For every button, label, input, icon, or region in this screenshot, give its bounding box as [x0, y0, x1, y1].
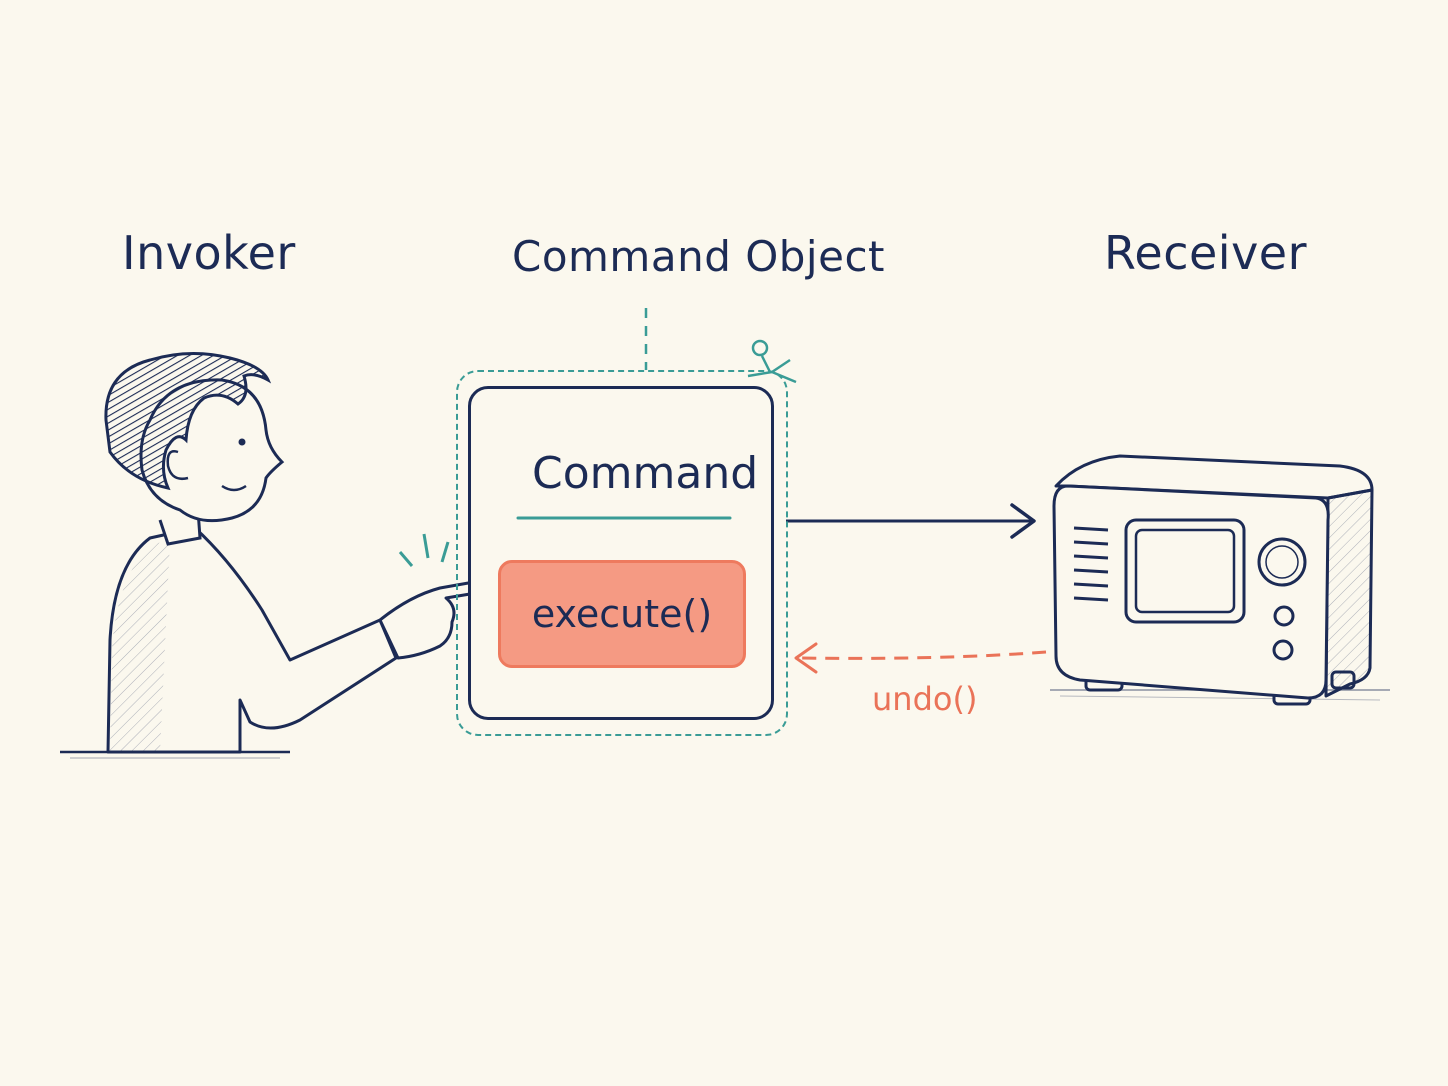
command-object-title: Command Object: [512, 232, 886, 281]
command-name: Command: [532, 448, 759, 499]
command-divider: [516, 516, 732, 520]
invoker-person-icon: [60, 352, 478, 759]
receiver-title: Receiver: [1104, 226, 1308, 280]
execute-button[interactable]: execute(): [498, 560, 746, 668]
execute-arrow: [786, 503, 1036, 539]
command-object-boundary: [456, 370, 788, 736]
undo-label: undo(): [872, 680, 978, 718]
receiver-appliance-icon: [1050, 454, 1390, 706]
command-object-card: [468, 386, 774, 720]
invoker-title: Invoker: [122, 226, 296, 280]
undo-arrow: [794, 642, 1047, 674]
execute-label: execute(): [531, 592, 713, 636]
